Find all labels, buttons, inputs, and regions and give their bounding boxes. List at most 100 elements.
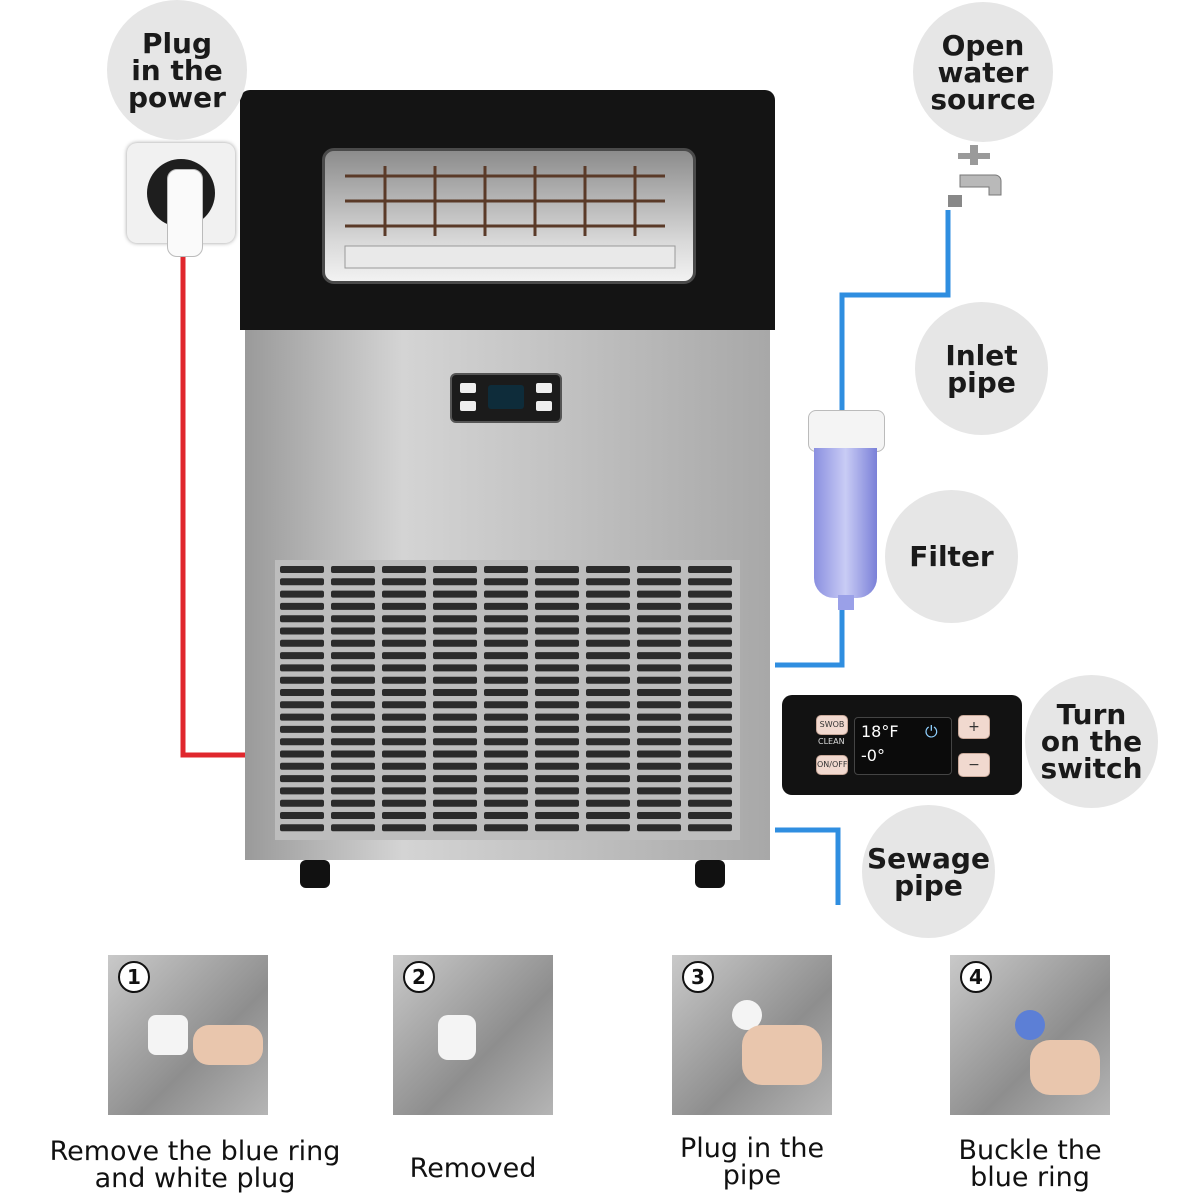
step-2-caption: Removed: [409, 1153, 537, 1184]
control-panel: SWOB ON/OFF CLEAN 18°F -0° ⏻ + −: [782, 695, 1022, 795]
vent-slat: [280, 590, 324, 598]
vent-slat: [586, 812, 630, 819]
swob-button[interactable]: SWOB: [816, 715, 848, 735]
vent-slat: [535, 639, 579, 647]
bubble-turn-on: Turn on the switch: [1025, 675, 1158, 808]
vent-slat: [688, 738, 732, 746]
vent-slat: [586, 713, 630, 721]
vent-slat: [586, 615, 630, 623]
vent-slat: [637, 689, 681, 696]
vent-slat: [535, 812, 579, 819]
vent-slat: [280, 762, 324, 770]
vent-slat: [280, 639, 324, 647]
vent-slat: [433, 590, 477, 598]
vent-grille: [275, 560, 740, 840]
inlet-pipe-line: [839, 210, 951, 420]
vent-slat: [535, 676, 579, 684]
vent-slat: [484, 787, 528, 795]
step-2-photo: 2: [393, 955, 553, 1115]
vent-slat: [484, 750, 528, 758]
vent-slat: [331, 676, 375, 684]
vent-slat: [535, 664, 579, 672]
vent-slat: [586, 652, 630, 660]
vent-slat: [586, 676, 630, 684]
step-4-photo: 4: [950, 955, 1110, 1115]
vent-slat: [535, 566, 579, 573]
vent-slat: [586, 799, 630, 807]
vent-slat: [688, 578, 732, 586]
vent-slat: [331, 725, 375, 733]
power-plug: [167, 169, 203, 257]
vent-slat: [637, 590, 681, 598]
step-1-photo: 1: [108, 955, 268, 1115]
vent-slat: [637, 676, 681, 684]
step-4-caption: Buckle the blue ring: [958, 1135, 1102, 1193]
vent-slat: [637, 824, 681, 832]
vent-slat: [637, 725, 681, 733]
vent-slat: [637, 639, 681, 647]
vent-slat: [382, 676, 426, 684]
vent-slat: [331, 590, 375, 598]
vent-slat: [688, 664, 732, 672]
onoff-button[interactable]: ON/OFF: [816, 755, 848, 775]
vent-slat: [484, 652, 528, 660]
vent-slat: [382, 812, 426, 819]
vent-slat: [586, 738, 630, 746]
bubble-sewage-pipe: Sewage pipe: [862, 805, 995, 938]
vent-slat: [433, 750, 477, 758]
vent-slat: [331, 775, 375, 783]
vent-slat: [280, 750, 324, 758]
vent-slat: [535, 701, 579, 709]
vent-slat: [484, 578, 528, 586]
vent-slat: [280, 701, 324, 709]
vent-slat: [382, 824, 426, 832]
vent-slat: [586, 578, 630, 586]
vent-slat: [688, 639, 732, 647]
vent-slat: [688, 824, 732, 832]
vent-slat: [688, 627, 732, 635]
vent-slat: [433, 639, 477, 647]
vent-slat: [637, 738, 681, 746]
ice-grid: [344, 166, 676, 269]
vent-slat: [331, 578, 375, 586]
wall-socket: [127, 143, 235, 257]
vent-slat: [535, 590, 579, 598]
faucet-icon: [948, 145, 1002, 207]
vent-slat: [637, 799, 681, 807]
bubble-open-water: Open water source: [913, 2, 1053, 142]
minus-button[interactable]: −: [958, 753, 990, 777]
vent-slat: [484, 664, 528, 672]
step-1-caption: Remove the blue ring and white plug: [49, 1136, 341, 1194]
vent-slat: [331, 812, 375, 819]
vent-slat: [433, 664, 477, 672]
vent-slat: [382, 799, 426, 807]
vent-slat: [688, 775, 732, 783]
vent-slat: [637, 750, 681, 758]
step-4-number: 4: [960, 961, 992, 993]
vent-slat: [280, 676, 324, 684]
vent-slat: [331, 701, 375, 709]
vent-slat: [535, 602, 579, 610]
vent-slat: [688, 812, 732, 819]
vent-slat: [484, 725, 528, 733]
vent-slat: [586, 725, 630, 733]
vent-slat: [433, 725, 477, 733]
vent-slat: [484, 812, 528, 819]
vent-slat: [331, 750, 375, 758]
vent-slat: [382, 627, 426, 635]
vent-slat: [688, 652, 732, 660]
vent-slat: [535, 713, 579, 721]
power-cable: [180, 255, 245, 758]
vent-slat: [637, 627, 681, 635]
vent-slat: [382, 713, 426, 721]
ice-window: [322, 148, 696, 284]
vent-slat: [535, 799, 579, 807]
vent-slat: [586, 824, 630, 832]
vent-slat: [484, 713, 528, 721]
plus-button[interactable]: +: [958, 715, 990, 739]
vent-slat: [535, 750, 579, 758]
vent-slat: [484, 701, 528, 709]
vent-slat: [484, 799, 528, 807]
vent-slat: [382, 750, 426, 758]
vent-slat: [586, 750, 630, 758]
